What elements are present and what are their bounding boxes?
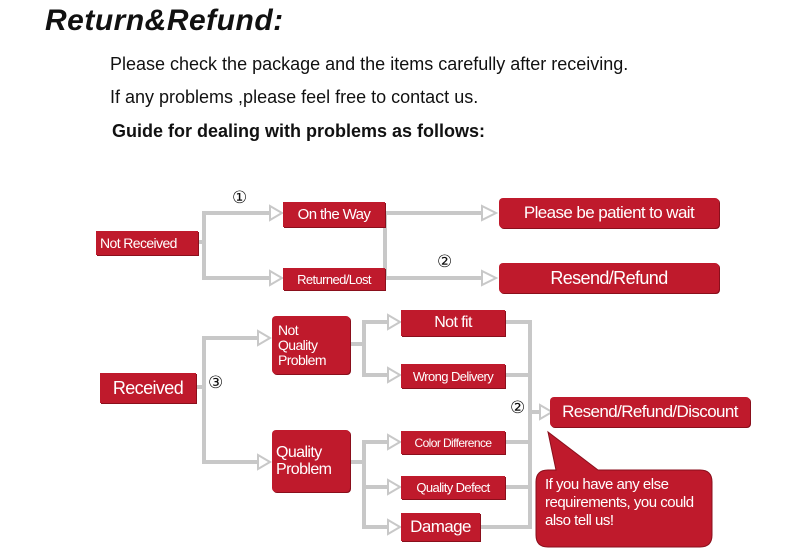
intro-line-2: If any problems ,please feel free to con… [110,87,479,107]
node-not-received: Not Received [96,231,198,255]
speech-bubble [535,430,713,548]
node-returned-lost: Returned/Lost [283,268,385,290]
page-title: Return&Refund: [45,4,284,37]
node-not-quality-problem: Not Quality Problem [272,316,350,374]
node-color-difference: Color Difference [401,431,505,454]
node-wrong-delivery: Wrong Delivery [401,364,505,388]
marker-2: ② [437,252,453,272]
node-please-wait: Please be patient to wait [499,198,719,228]
node-on-the-way: On the Way [283,202,385,227]
marker-3: ③ [208,373,224,393]
bubble-text: If you have any else requirements, you c… [545,476,694,529]
node-received: Received [100,373,196,403]
marker-1: ① [232,188,248,208]
guide-heading: Guide for dealing with problems as follo… [112,121,486,141]
node-not-fit: Not fit [401,310,505,336]
node-quality-problem: Quality Problem [272,430,350,492]
node-resend-refund-discount: Resend/Refund/Discount [550,397,750,427]
intro-line-1: Please check the package and the items c… [110,54,629,74]
node-resend-refund: Resend/Refund [499,263,719,293]
node-quality-defect: Quality Defect [401,476,505,499]
node-damage: Damage [401,513,480,541]
marker-2-received: ② [510,398,526,418]
